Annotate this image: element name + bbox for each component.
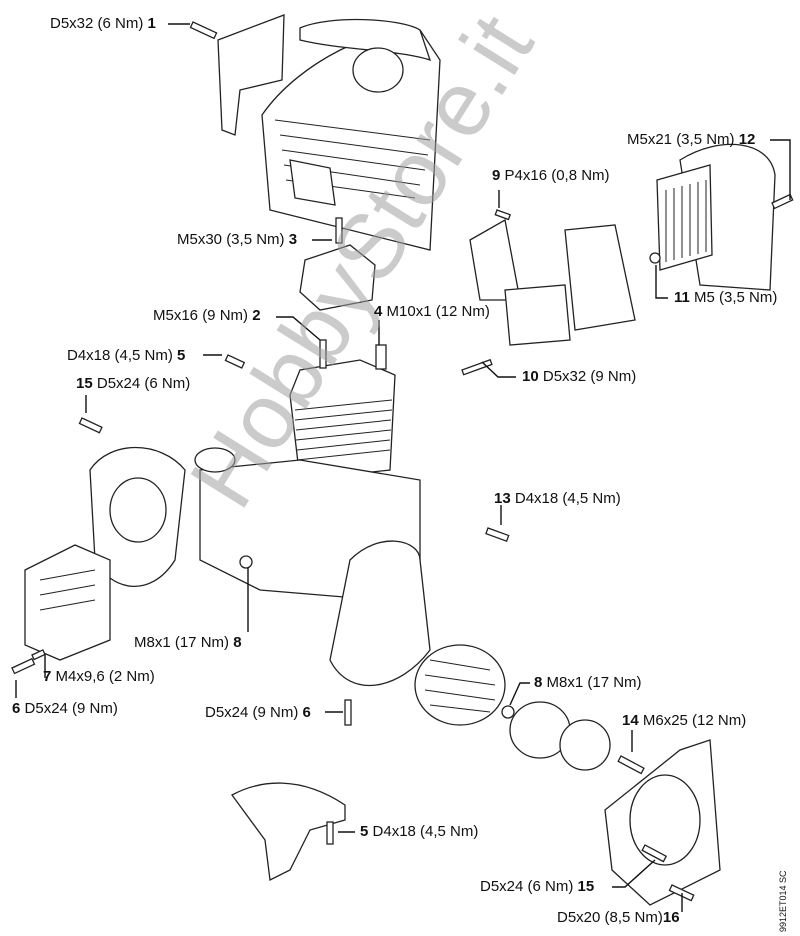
callout-16: D5x20 (8,5 Nm)16 [557,909,680,926]
carburetor [469,218,636,346]
callout-3: M5x30 (3,5 Nm) 3 [177,231,298,248]
muffler [24,544,111,661]
document-id: 9912ET014 SC [778,870,788,932]
callout-5-top: D4x18 (4,5 Nm) 5 [67,347,186,364]
callout-9: 9 P4x16 (0,8 Nm) [492,167,610,184]
callout-13: 13 D4x18 (4,5 Nm) [494,490,621,507]
cylinder [289,359,396,481]
air-filter-cover [656,143,776,291]
muffler-cap [299,244,376,311]
callout-14: 14 M6x25 (12 Nm) [622,712,747,729]
fan-housing [604,739,721,906]
chain-deflector [231,782,346,881]
callout-2: M5x16 (9 Nm) 2 [153,307,261,324]
leader-lines [15,23,791,912]
crankcase [194,447,431,687]
callout-15-right: D5x24 (6 Nm) 15 [480,878,595,895]
callout-8-left: M8x1 (17 Nm) 8 [134,634,242,651]
callout-1: D5x32 (6 Nm) 1 [50,15,156,32]
callout-8-right: 8 M8x1 (17 Nm) [534,674,642,691]
callout-15-left: 15 D5x24 (6 Nm) [76,375,191,392]
callout-12: M5x21 (3,5 Nm) 12 [627,131,756,148]
starter-housing [89,446,186,587]
callout-7: 7 M4x9,6 (2 Nm) [43,668,155,685]
callout-10: 10 D5x32 (9 Nm) [522,368,637,385]
engine-cover [261,18,441,251]
flywheel [414,644,506,726]
callout-11: 11 M5 (3,5 Nm) [674,289,778,306]
callout-6-left: 6 D5x24 (9 Nm) [12,700,118,717]
callout-5-bottom: 5 D4x18 (4,5 Nm) [360,823,479,840]
cover-bracket [217,14,285,136]
clutch [509,701,611,771]
callout-4: 4 M10x1 (12 Nm) [374,303,490,320]
callout-6-center: D5x24 (9 Nm) 6 [205,704,311,721]
